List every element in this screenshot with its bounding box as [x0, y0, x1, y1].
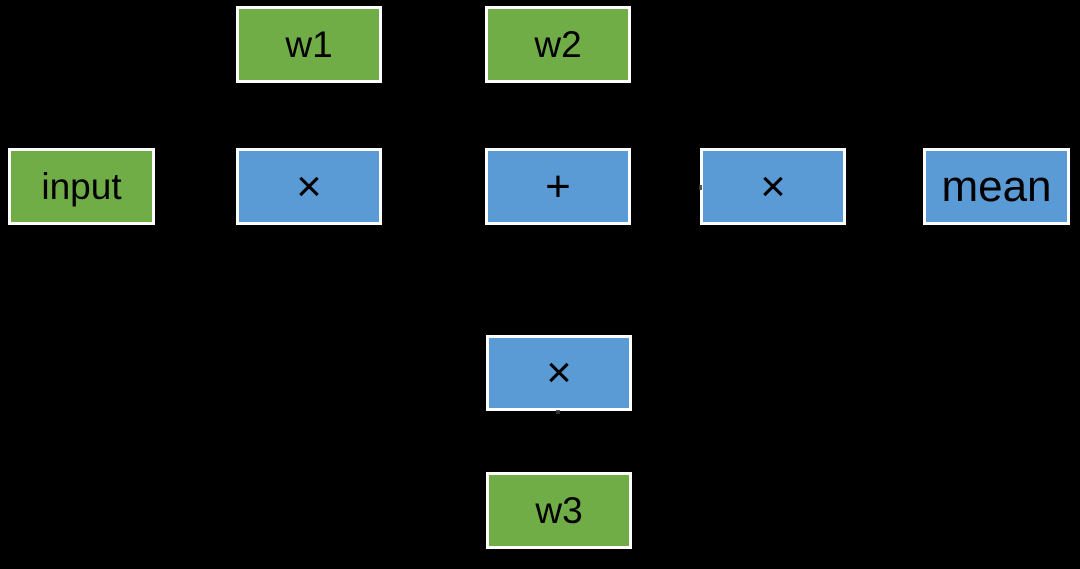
- plus-icon: +: [545, 161, 571, 211]
- node-w3-label: w3: [535, 490, 583, 531]
- node-input[interactable]: input: [8, 148, 155, 225]
- node-w2[interactable]: w2: [485, 6, 631, 83]
- node-multiply-2[interactable]: ×: [700, 148, 846, 225]
- multiply-icon: ×: [296, 161, 322, 211]
- node-multiply-1[interactable]: ×: [236, 148, 382, 225]
- node-w1[interactable]: w1: [236, 6, 382, 83]
- node-add[interactable]: +: [485, 148, 631, 225]
- node-w1-label: w1: [285, 24, 333, 65]
- connector-artifact-below-multiply-3: [556, 410, 560, 414]
- node-w3[interactable]: w3: [486, 472, 632, 549]
- node-mean[interactable]: mean: [923, 148, 1070, 225]
- node-mean-label: mean: [941, 161, 1052, 211]
- node-w2-label: w2: [534, 24, 582, 65]
- multiply-icon: ×: [760, 161, 786, 211]
- node-input-label: input: [41, 166, 122, 207]
- node-multiply-3[interactable]: ×: [486, 335, 632, 411]
- multiply-icon: ×: [546, 348, 572, 397]
- connector-artifact-left-of-multiply-2: [699, 185, 702, 190]
